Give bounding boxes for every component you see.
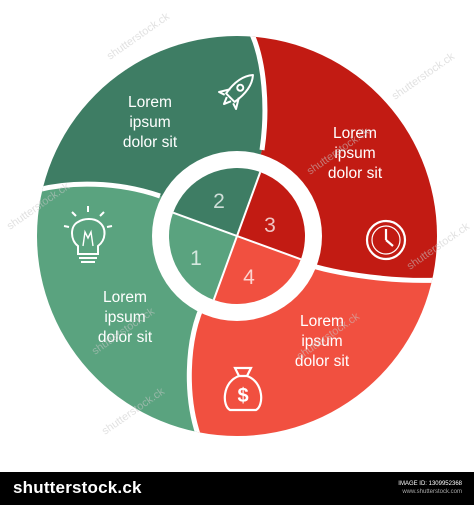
inner-quadrant-3 — [237, 172, 305, 260]
segment-2-line-3: dolor sit — [123, 134, 178, 151]
separator-line — [247, 36, 268, 151]
step-number-2: 2 — [213, 190, 225, 213]
segment-4-line-2: ipsum — [301, 333, 342, 350]
segment-1-line-1: Lorem — [103, 289, 147, 306]
inner-quadrant-2 — [173, 168, 261, 236]
segment-1-line-2: ipsum — [104, 309, 145, 326]
segment-4-line-3: dolor sit — [295, 353, 350, 370]
money-bag-icon: $ — [223, 366, 263, 412]
money-sign: $ — [237, 385, 248, 407]
rocket-icon — [218, 74, 254, 110]
segment-4-line-1: Lorem — [300, 313, 344, 330]
lightbulb-icon — [63, 206, 113, 263]
segment-3-line-2: ipsum — [334, 145, 375, 162]
clock-icon — [365, 219, 407, 261]
inner-divider — [212, 171, 262, 301]
segment-2-text: Lorem ipsum dolor sit — [123, 94, 178, 151]
footer-logo: shutterstock.ck — [13, 478, 142, 497]
footer-bar: shutterstock.ck IMAGE ID: 1309952368 www… — [0, 472, 474, 505]
inner-quadrant-1 — [169, 212, 237, 300]
segment-3-line-3: dolor sit — [328, 165, 383, 182]
segment-4-text: Lorem ipsum dolor sit — [295, 313, 350, 370]
watermark-text: shutterstock.ck — [390, 50, 457, 102]
footer-site: www.shutterstock.com — [402, 489, 462, 495]
separator-line — [37, 181, 161, 199]
segment-3-text: Lorem ipsum dolor sit — [328, 125, 383, 182]
step-number-3: 3 — [264, 214, 276, 237]
segment-2-line-2: ipsum — [129, 114, 170, 131]
segment-1-line-3: dolor sit — [98, 329, 153, 346]
separator-line — [186, 298, 208, 436]
step-number-1: 1 — [190, 247, 202, 270]
segment-2-line-1: Lorem — [128, 94, 172, 111]
footer-image-info: IMAGE ID: 1309952368 www.shutterstock.co… — [398, 480, 462, 496]
segment-3-line-1: Lorem — [333, 125, 377, 142]
inner-quadrant-4 — [213, 236, 301, 304]
segment-1-text: Lorem ipsum dolor sit — [98, 289, 153, 346]
step-number-4: 4 — [243, 266, 255, 289]
inner-quadrants — [169, 168, 305, 304]
footer-image-id: IMAGE ID: 1309952368 — [398, 481, 462, 487]
